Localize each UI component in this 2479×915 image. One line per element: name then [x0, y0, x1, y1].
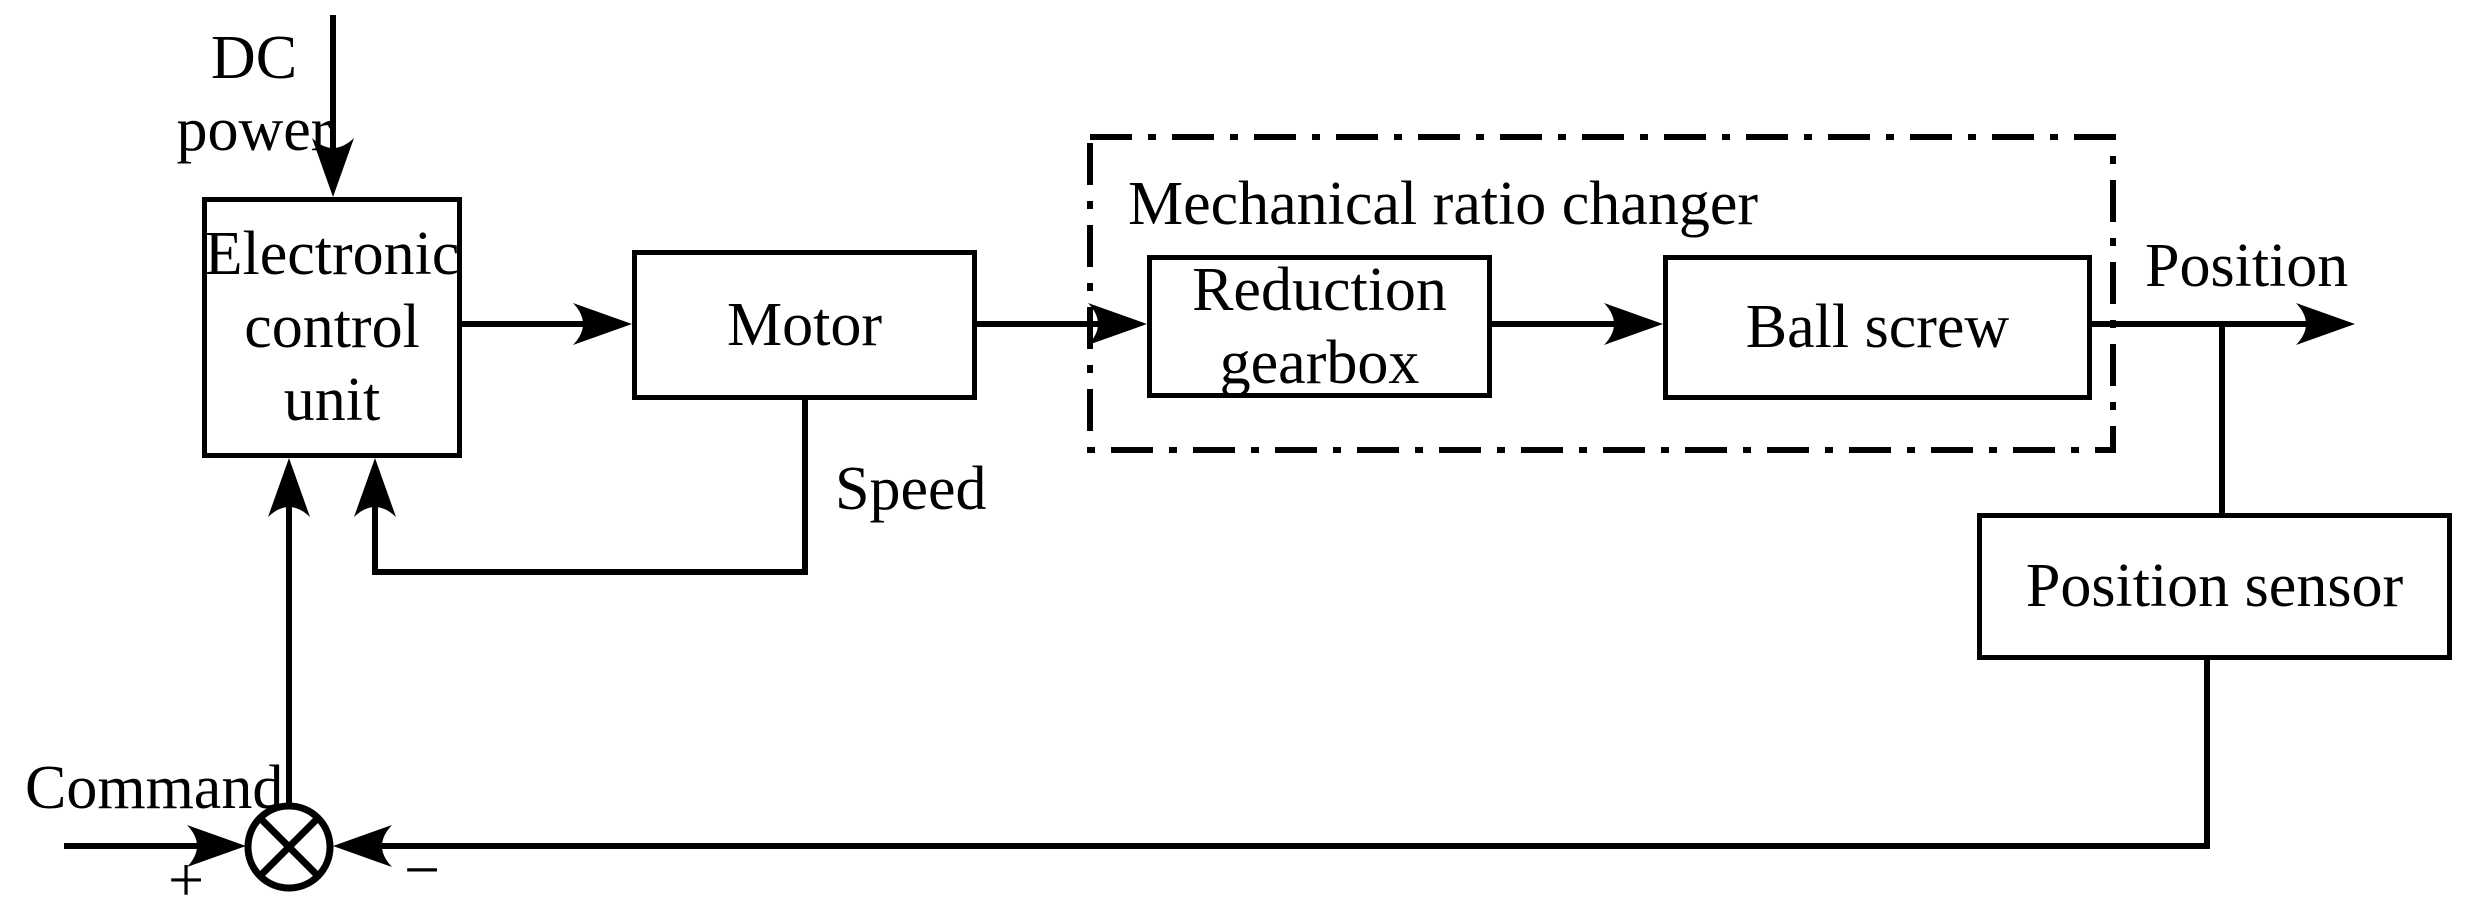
position-label: Position	[2145, 232, 2349, 300]
mechanical-ratio-changer-label: Mechanical ratio changer	[1128, 170, 1758, 238]
gearbox-to-ballscrew-arrow	[1492, 303, 1663, 345]
dc-power-label-line1: DC	[210, 24, 298, 92]
mechanical-ratio-changer-frame	[1087, 134, 2116, 453]
command-arrow	[64, 825, 246, 867]
command-label: Command	[25, 754, 284, 822]
motor-to-gearbox-arrow	[977, 303, 1147, 345]
motor-box: Motor	[632, 250, 977, 400]
summing-junction	[244, 802, 334, 892]
dc-power-arrow	[312, 15, 354, 197]
minus-sign: −	[404, 834, 441, 905]
plus-sign: +	[168, 844, 205, 915]
position-sensor-box: Position sensor	[1977, 513, 2452, 660]
error-to-ecu-arrow	[268, 458, 310, 803]
speed-label: Speed	[835, 455, 987, 523]
dc-power-label-line2: power	[176, 96, 332, 164]
dc-power-label: DC power	[144, 22, 364, 166]
reduction-gearbox-box: Reduction gearbox	[1147, 255, 1492, 398]
ecu-to-motor-arrow	[462, 303, 632, 345]
position-output-arrow	[2092, 303, 2355, 345]
ecu-box: Electronic control unit	[202, 197, 462, 458]
feedback-arrow	[333, 660, 2210, 867]
speed-feedback-arrow	[354, 400, 808, 575]
ball-screw-box: Ball screw	[1663, 255, 2092, 400]
